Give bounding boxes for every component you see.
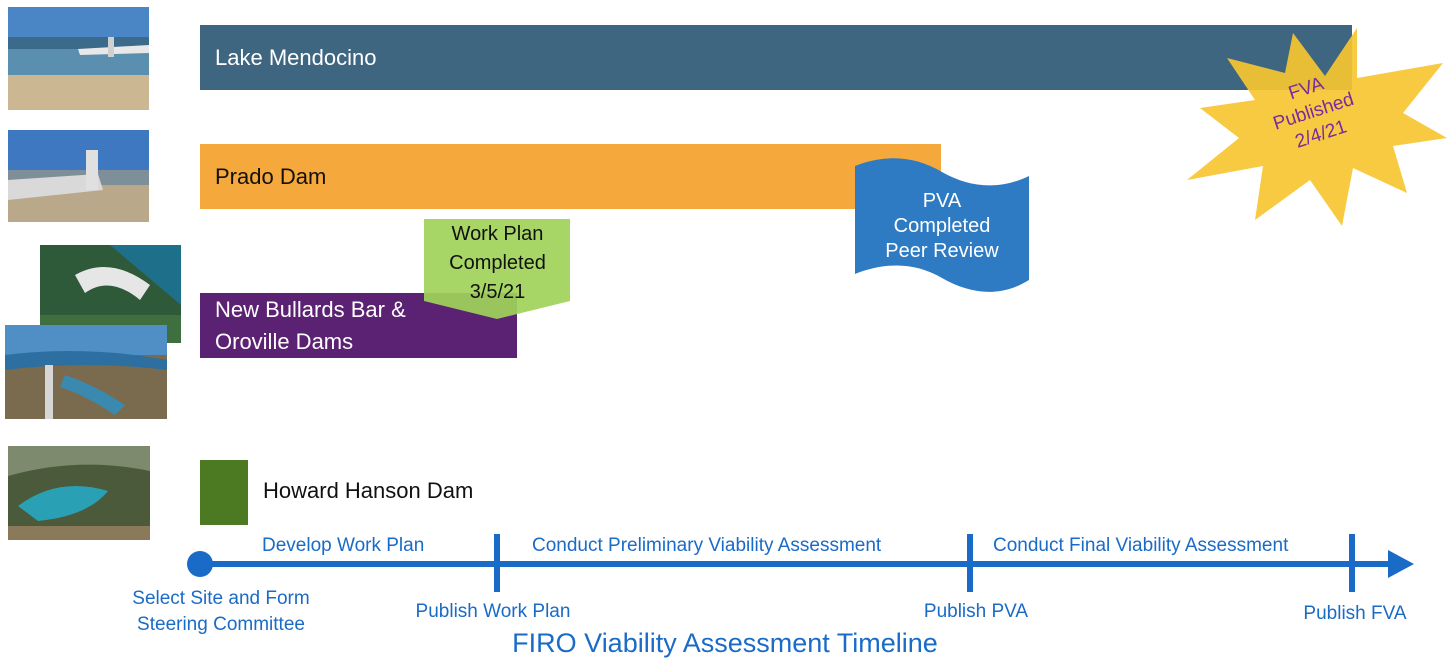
- timeline-title: FIRO Viability Assessment Timeline: [512, 628, 938, 658]
- milestone-publish-fva: Publish FVA: [1303, 603, 1407, 624]
- pva-callout-line1: PVA: [922, 190, 962, 212]
- milestone-select-site: Select Site and Form Steering Committee: [110, 586, 332, 638]
- oroville-dam-photo: [5, 325, 167, 419]
- lake-mendocino-bar: Lake Mendocino: [200, 25, 1352, 90]
- pva-callout-line3: Peer Review: [885, 240, 999, 262]
- phase-final-assessment: Conduct Final Viability Assessment: [993, 535, 1289, 556]
- phase-develop-work-plan: Develop Work Plan: [262, 535, 425, 556]
- howard-hanson-bar: [200, 460, 248, 525]
- phase-preliminary-assessment: Conduct Preliminary Viability Assessment: [532, 535, 882, 556]
- new-bullards-label-line2: Oroville Dams: [215, 328, 354, 354]
- new-bullards-oroville-label: New Bullards Bar & Oroville Dams: [200, 294, 406, 358]
- milestone-publish-work-plan: Publish Work Plan: [415, 601, 571, 622]
- timeline-axis: [187, 534, 1414, 592]
- milestone-select-site-line1: Select Site and Form: [132, 588, 310, 609]
- work-plan-callout-shape: [424, 219, 570, 319]
- work-plan-callout: Work Plan Completed 3/5/21: [424, 220, 571, 307]
- milestone-select-site-line2: Steering Committee: [137, 614, 305, 635]
- new-bullards-label-line1: New Bullards Bar &: [215, 296, 406, 322]
- work-plan-callout-line2: Completed: [449, 252, 546, 274]
- pva-callout: PVA Completed Peer Review: [855, 189, 1029, 264]
- prado-dam-bar: Prado Dam: [200, 144, 941, 209]
- prado-dam-photo: [8, 130, 149, 222]
- howard-hanson-label: Howard Hanson Dam: [263, 478, 474, 503]
- lake-mendocino-label: Lake Mendocino: [215, 44, 377, 70]
- work-plan-callout-line1: Work Plan: [451, 223, 544, 245]
- pva-callout-line2: Completed: [893, 215, 991, 237]
- prado-dam-label: Prado Dam: [215, 163, 327, 189]
- fva-starburst-shape: [1187, 28, 1447, 226]
- howard-hanson-photo: [8, 446, 150, 540]
- milestone-publish-pva: Publish PVA: [923, 601, 1029, 622]
- work-plan-callout-line3: 3/5/21: [469, 281, 526, 303]
- lake-mendocino-photo: [8, 7, 149, 110]
- pva-callout-shape: [855, 158, 1029, 292]
